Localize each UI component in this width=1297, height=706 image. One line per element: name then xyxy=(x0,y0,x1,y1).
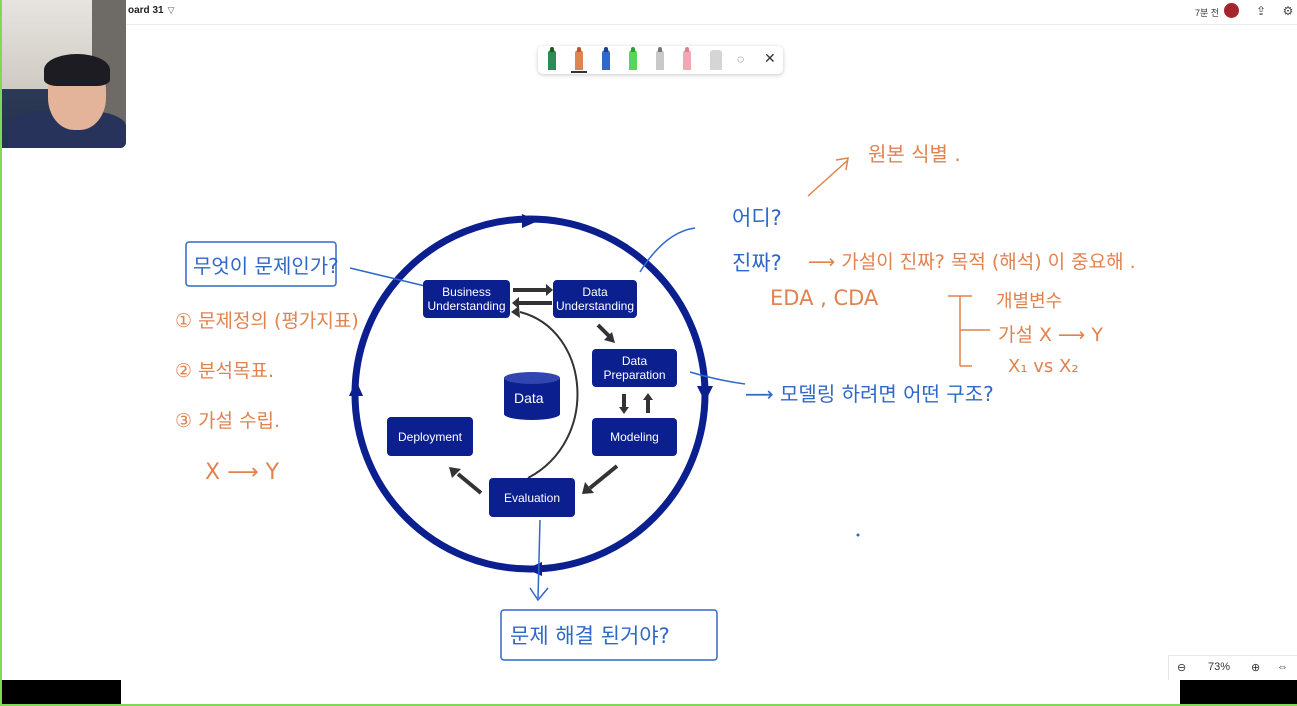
close-icon[interactable]: ✕ xyxy=(764,50,776,66)
gray-pen-icon[interactable] xyxy=(656,47,664,70)
step-1-note: ① 문제정의 (평가지표) xyxy=(175,310,359,332)
chevron-down-icon[interactable]: ▽ xyxy=(167,5,175,15)
zoom-in-icon[interactable]: ⊕ xyxy=(1251,662,1261,674)
board-title[interactable]: oard 31▽ xyxy=(128,5,175,16)
bracket-lines xyxy=(948,295,990,367)
arrow-mod-eval xyxy=(588,464,619,490)
data-preparation-box: Data Preparation xyxy=(592,349,677,387)
arrow-eval-deploy xyxy=(456,472,483,495)
cycle-arrow-top xyxy=(522,214,538,228)
modeling-structure-note: ⟶ 모델링 하려면 어떤 구조? xyxy=(745,382,994,406)
business-understanding-box: Business Understanding xyxy=(423,280,510,318)
elapsed-time: 7분 전 xyxy=(1195,8,1220,18)
lasso-icon[interactable]: ◌ xyxy=(737,52,745,66)
left-black-panel xyxy=(0,680,121,704)
arrow-eval-bu xyxy=(519,311,579,479)
bottom-box-question: 문제 해결 된거야? xyxy=(510,624,670,648)
individual-variable-note: 개별변수 xyxy=(996,291,1063,312)
x1-vs-x2-note: X₁ vs X₂ xyxy=(1008,356,1079,377)
step-3-note: ③ 가설 수립. xyxy=(175,410,281,432)
green-marker-icon[interactable] xyxy=(548,47,556,70)
x-to-y-note: X ⟶ Y xyxy=(205,460,280,485)
bottom-bar xyxy=(0,680,1297,706)
evaluation-box: Evaluation xyxy=(489,478,575,517)
ruler-icon[interactable] xyxy=(710,50,722,70)
bottom-box-outline xyxy=(500,609,718,661)
left-box-question: 무엇이 문제인가? xyxy=(193,254,339,278)
zoom-out-icon[interactable]: ⊖ xyxy=(1177,662,1187,674)
zoom-level: 73% xyxy=(1208,661,1231,673)
eda-cda-note: EDA , CDA xyxy=(770,286,879,310)
where-note: 어디? xyxy=(732,206,782,230)
cycle-arrow-right xyxy=(697,386,713,402)
step-2-note: ② 분석목표. xyxy=(175,360,275,382)
hypothesis-note: ⟶ 가설이 진짜? 목적 (해석) 이 중요해 . xyxy=(808,251,1136,273)
gear-icon[interactable]: ⚙ xyxy=(1282,4,1294,18)
data-label: Data xyxy=(514,390,544,406)
data-understanding-box: Data Understanding xyxy=(553,280,637,318)
lime-highlighter-icon[interactable] xyxy=(629,47,637,70)
blue-pen-icon[interactable] xyxy=(602,47,610,70)
webcam-video xyxy=(0,0,126,148)
pen-toolbar: ◌ ✕ xyxy=(538,46,783,74)
source-identify-note: 원본 식별 . xyxy=(868,142,961,166)
left-box-outline xyxy=(185,241,337,287)
eraser-icon[interactable] xyxy=(683,47,691,70)
cycle-arrow-left xyxy=(349,380,363,396)
right-black-panel xyxy=(1180,680,1297,704)
hypothesis-xy-note: 가설 X ⟶ Y xyxy=(998,324,1103,346)
top-bar: oard 31▽ 7분 전 ⇪ ⚙ xyxy=(0,0,1297,25)
deployment-box: Deployment xyxy=(387,417,473,456)
share-icon[interactable]: ⇪ xyxy=(1255,4,1267,18)
real-note: 진짜? xyxy=(732,251,782,275)
fit-screen-icon[interactable]: ⇔ xyxy=(1277,661,1288,673)
avatar[interactable] xyxy=(1224,3,1239,18)
arrow-du-dp xyxy=(596,323,612,339)
modeling-box: Modeling xyxy=(592,418,677,456)
orange-pen-icon[interactable] xyxy=(571,47,587,73)
data-cylinder-top xyxy=(504,372,560,384)
zoom-bar: ⊖ 73% ⊕ ⇔ xyxy=(1168,655,1297,680)
